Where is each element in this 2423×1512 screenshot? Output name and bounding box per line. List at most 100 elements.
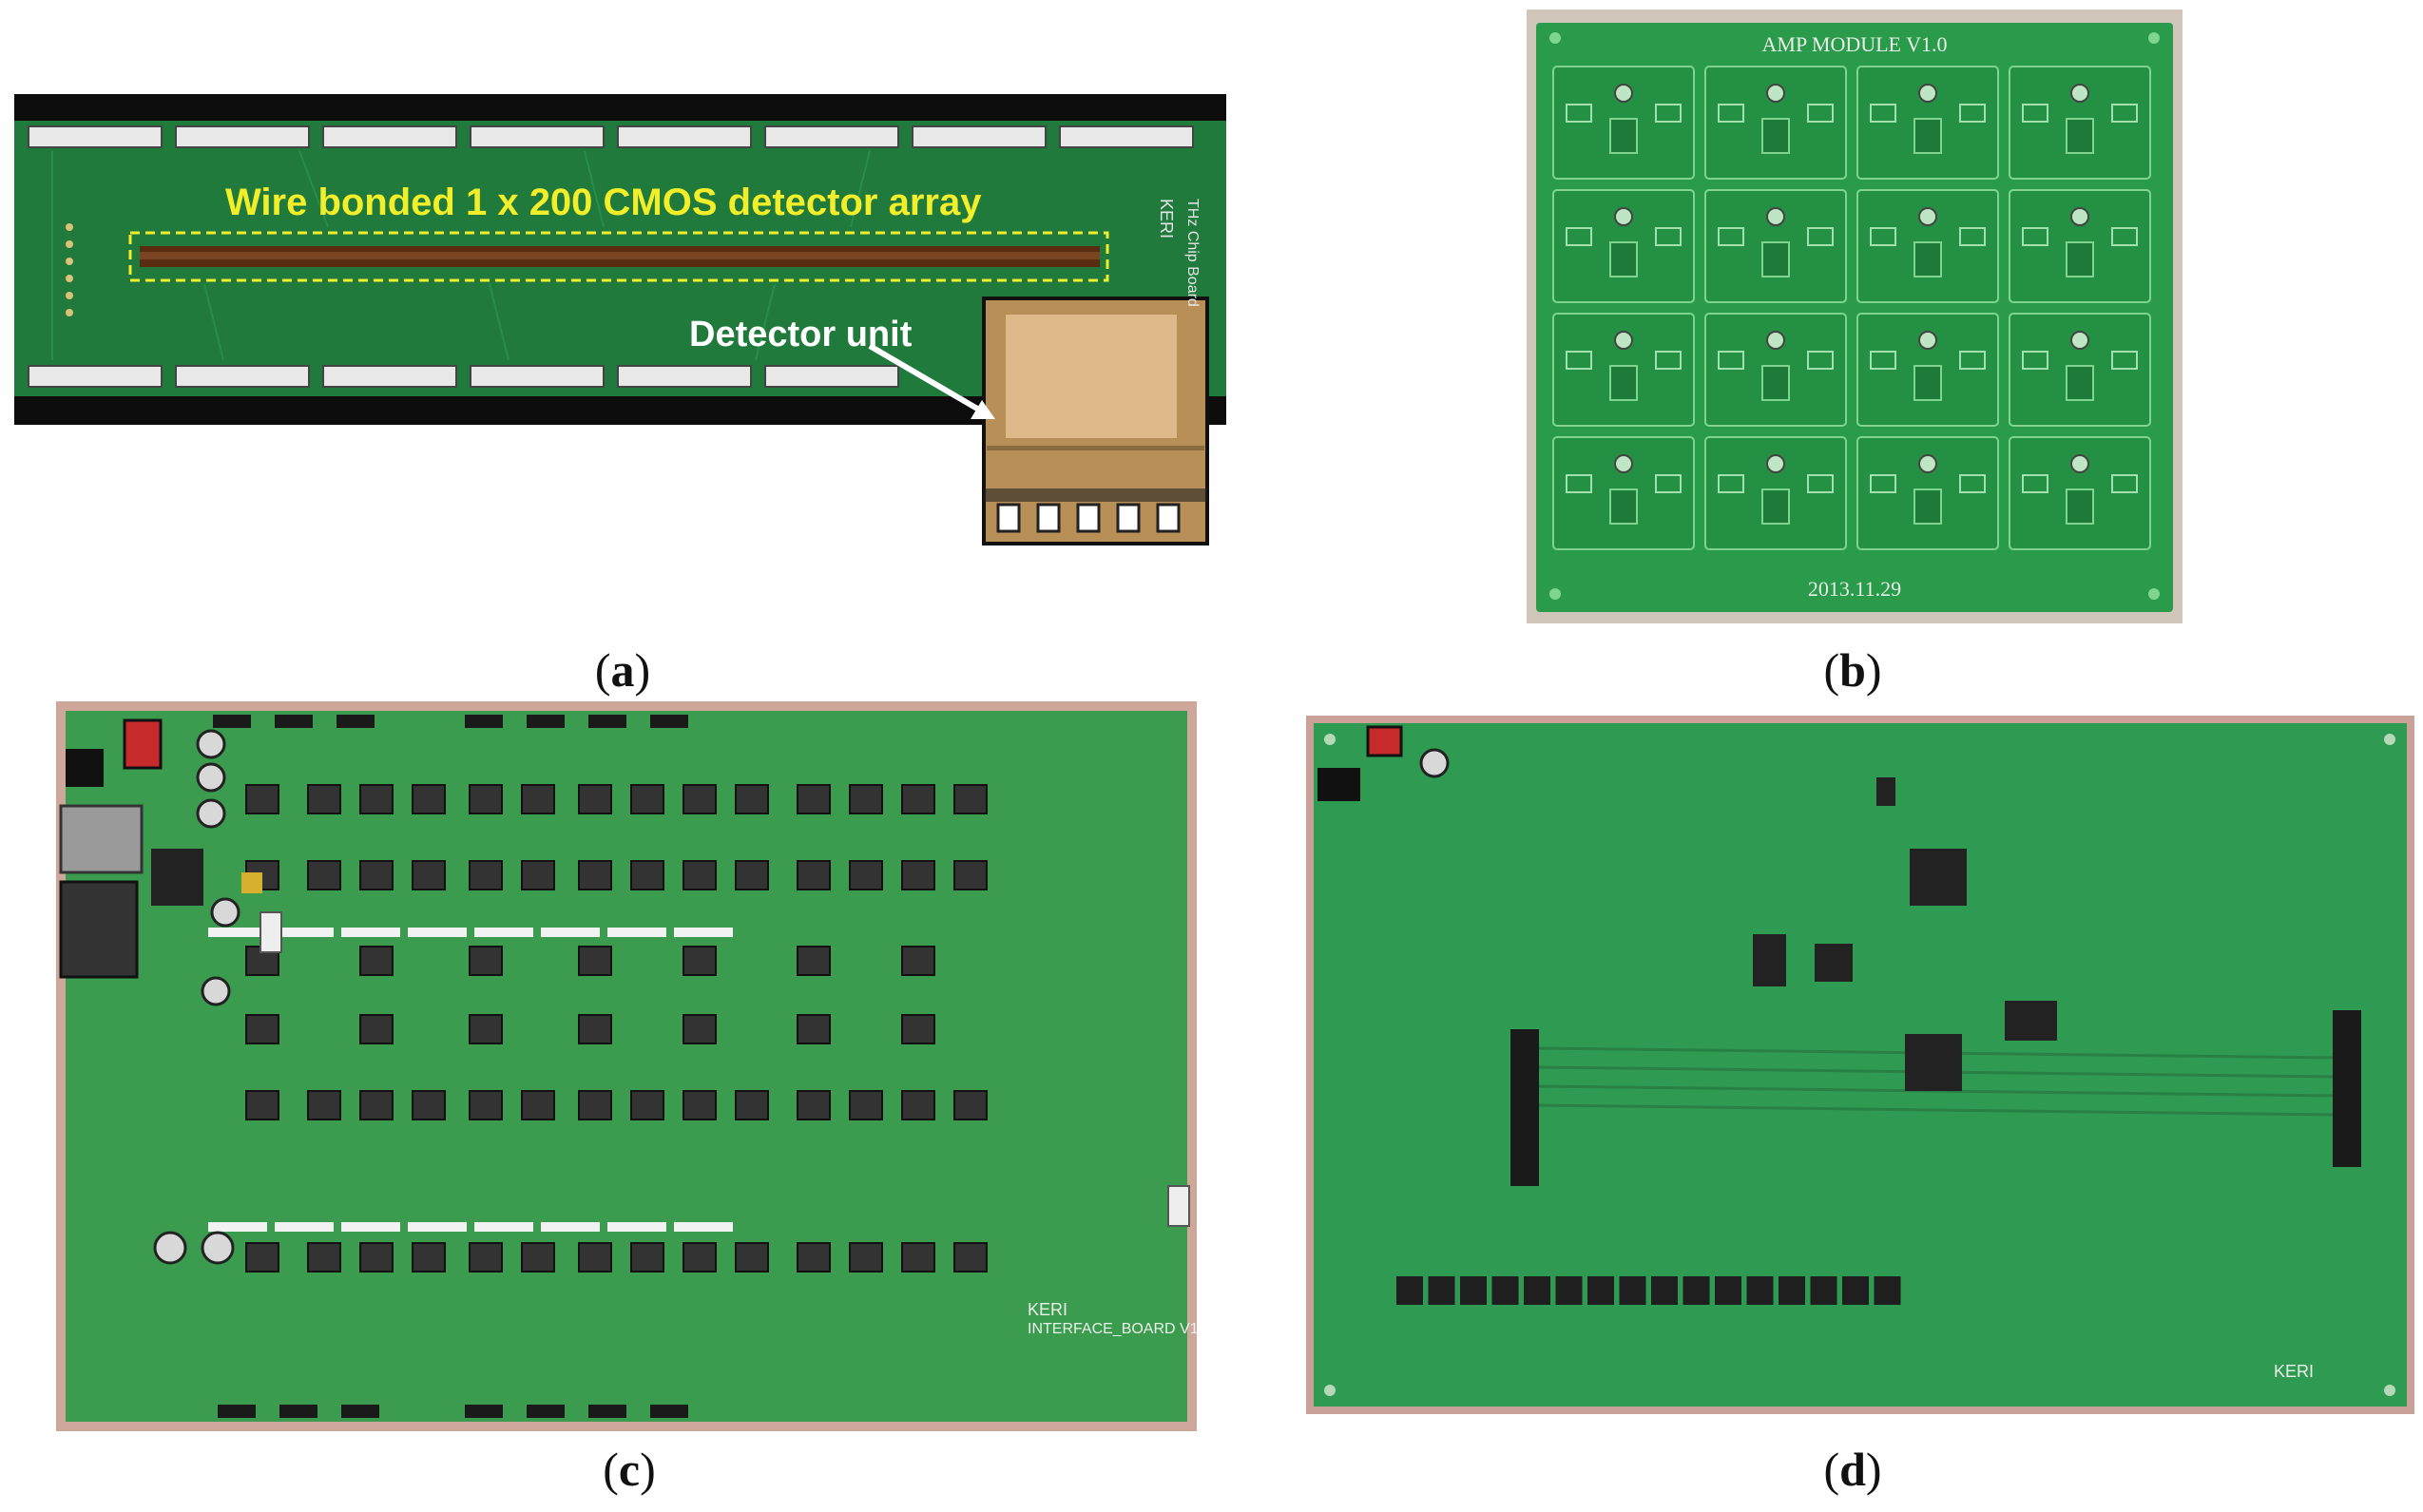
ic-chip [307,1090,341,1120]
edge-connector [527,715,565,728]
ic-chip [359,1090,394,1120]
adc-chip [1619,1276,1646,1305]
ic-chip [245,1090,279,1120]
ic-chip [359,946,394,976]
ic-chip [797,1090,831,1120]
adc-chip [1874,1276,1901,1305]
ic-chip [307,784,341,814]
amp-module-cell [1704,313,1847,427]
ic-chip [849,860,883,890]
edge-connector [213,715,251,728]
ic-chip [849,1090,883,1120]
ic-chip [735,1242,769,1273]
ic-chip [469,860,503,890]
ic-chip [797,946,831,976]
control-board-image [1314,723,2407,1407]
ic-chip [683,860,717,890]
ic-chip [578,1242,612,1273]
header-strip [474,928,533,937]
edge-connector [279,1405,317,1418]
edge-connector [341,1405,379,1418]
board-silk-thz: THz Chip Board [1184,199,1201,307]
ic-chip [521,1242,555,1273]
header-strip [541,1222,600,1232]
ic-chip [683,1014,717,1044]
header-strip [474,1222,533,1232]
panel-d-photo: KERI [1306,716,2414,1414]
header-strip [541,928,600,937]
edge-connector [588,715,626,728]
ic-chip [953,1090,988,1120]
adc-chip [1715,1276,1741,1305]
amp-module-title: AMP MODULE V1.0 [1761,32,1948,56]
amp-module-cell [1856,66,1999,180]
ic-chip [683,946,717,976]
ic-chip [630,784,664,814]
array-label: Wire bonded 1 x 200 CMOS detector array [225,182,982,223]
ic-chip [412,860,446,890]
header-strip [275,928,334,937]
caption-a: (a) [594,643,651,697]
ic-chip [521,1090,555,1120]
panel-a-photo: Wire bonded 1 x 200 CMOS detector array … [14,94,1226,550]
panel-c-photo: KERI INTERFACE_BOARD V1.0 [56,701,1197,1431]
ic-chip [469,784,503,814]
edge-connector [650,715,688,728]
ic-chip [245,1014,279,1044]
edge-connector [218,1405,256,1418]
adc-chip [1460,1276,1487,1305]
ic-chip [412,1090,446,1120]
ic-chip [797,1014,831,1044]
ic-chip [901,784,935,814]
amp-module-cell [1552,189,1695,303]
ic-chip [359,784,394,814]
edge-connector [337,715,375,728]
interface-board-image [59,711,1190,1422]
ic-chip [735,1090,769,1120]
adc-chip [1524,1276,1550,1305]
adc-chip [1842,1276,1869,1305]
edge-connector [275,715,313,728]
inset-label: Detector unit [689,315,913,354]
ic-chip [578,784,612,814]
ic-chip [412,1242,446,1273]
ic-chip [953,784,988,814]
amp-module-cell [2009,189,2151,303]
edge-connector [527,1405,565,1418]
amp-module-cell [1704,189,1847,303]
adc-chip [1683,1276,1710,1305]
ic-chip [307,860,341,890]
ic-chip [797,860,831,890]
panel-b-photo: AMP MODULE V1.0 2013.11.29 [1527,10,2183,623]
silk-keri-d: KERI [2274,1362,2315,1381]
adc-chip [1746,1276,1774,1305]
adc-chip [1396,1276,1423,1305]
amp-module-cell [1704,436,1847,550]
amp-module-date: 2013.11.29 [1807,577,1902,601]
ic-chip [245,784,279,814]
ic-chip [735,784,769,814]
adc-chip [1779,1276,1805,1305]
ic-chip [359,1014,394,1044]
silk-keri-c: KERI [1028,1300,1068,1319]
silk-interface-board: INTERFACE_BOARD V1.0 [1028,1321,1197,1337]
ic-chip [901,860,935,890]
edge-connector [465,715,503,728]
ic-chip [683,1090,717,1120]
edge-connector [588,1405,626,1418]
header-strip [408,928,467,937]
ic-chip [797,1242,831,1273]
adc-chip [1810,1276,1837,1305]
ic-chip [578,860,612,890]
thz-chip-board-image [14,94,1226,550]
adc-chip [1491,1276,1519,1305]
ic-chip [469,1242,503,1273]
adc-chip [1587,1276,1614,1305]
ic-chip [849,784,883,814]
ic-chip [630,1090,664,1120]
board-silk-keri: KERI [1157,199,1176,239]
amp-module-cell [2009,313,2151,427]
amp-module-cell [1704,66,1847,180]
ic-chip [578,1090,612,1120]
ic-chip [521,784,555,814]
